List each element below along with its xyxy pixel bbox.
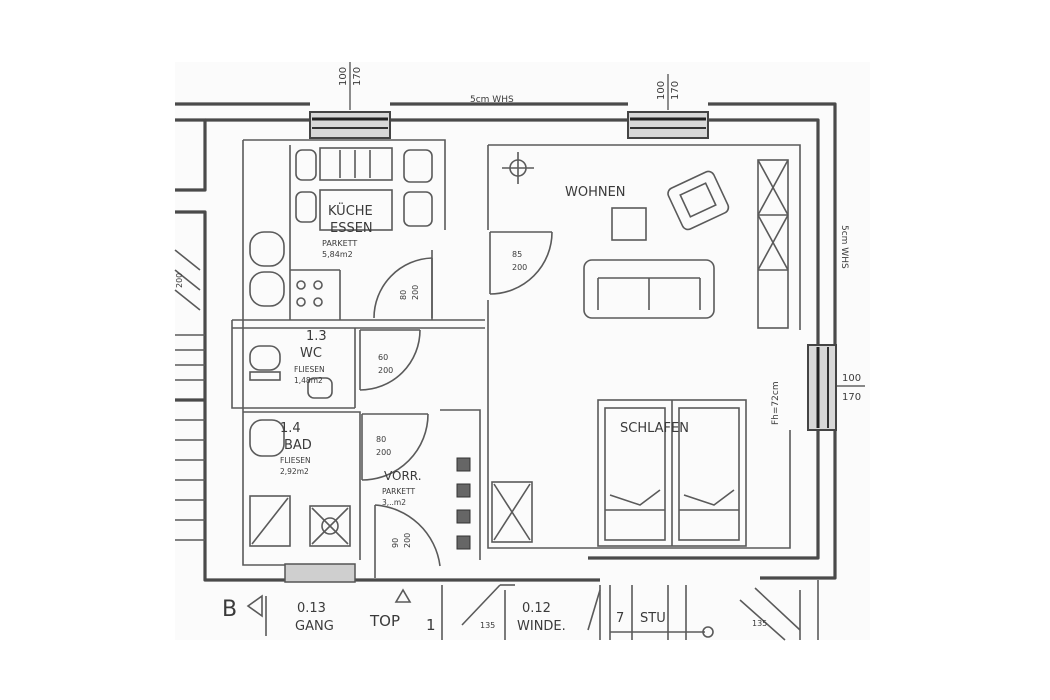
door-vorr: 90 200	[374, 504, 441, 578]
sink-icon	[249, 231, 285, 267]
stu-label: STU	[640, 611, 666, 626]
stairs-middle: 135	[441, 584, 515, 640]
wc-name: WC	[300, 346, 322, 361]
vorr-room: VORR. PARKETT 3,..m2	[382, 457, 471, 550]
window-top-right-dim-a: 100	[656, 81, 667, 100]
outer-walls	[175, 102, 837, 582]
vorr-floor: PARKETT	[382, 487, 415, 496]
double-bed-icon	[597, 399, 747, 547]
schlafen-name: SCHLAFEN	[620, 421, 689, 436]
window-right-dim-a: 100	[842, 373, 861, 384]
washing-machine-icon	[309, 505, 351, 547]
entrance-arrow-icon	[394, 588, 412, 603]
washbasin-icon	[249, 419, 285, 457]
toilet-icon	[249, 345, 281, 381]
door-bad: 80 200	[361, 413, 429, 481]
winde-label: WINDE.	[517, 619, 566, 634]
stair-dim-right: 135	[752, 619, 767, 628]
door-kitchen: 80 200	[373, 257, 433, 319]
kitchen-area: 5,84m2	[322, 250, 353, 259]
door-wc-dim-b: 200	[378, 366, 393, 375]
coat-hooks-icon	[456, 457, 471, 550]
kitchen-floor: PARKETT	[322, 239, 357, 248]
bad-name: BAD	[284, 438, 312, 453]
window-right: 100 170	[807, 344, 865, 431]
window-note: Fh=72cm	[771, 381, 781, 425]
shower-icon	[249, 495, 291, 547]
gang-number: 0.13	[297, 601, 326, 616]
vorr-area: 3,..m2	[382, 498, 406, 507]
door-wohnen-dim-a: 85	[512, 250, 522, 259]
stairs-right: 135	[587, 580, 819, 641]
window-bottom	[284, 563, 356, 583]
compass-icon	[502, 152, 534, 184]
wohnen-name: WOHNEN	[565, 185, 626, 200]
door-bad-dim-a: 80	[376, 435, 386, 444]
door-wohnen-dim-b: 200	[512, 263, 527, 272]
kitchen-name-2: ESSEN	[330, 221, 373, 236]
wc-basin-icon	[307, 377, 333, 399]
kitchen-name: KÜCHE	[328, 202, 373, 219]
wohnen-room: WOHNEN	[502, 152, 789, 329]
plan-sheet	[175, 62, 870, 640]
wardrobe-icon	[757, 159, 789, 329]
stu-number: 7	[616, 611, 624, 626]
bad-room: 1.4 BAD FLIESEN 2,92m2	[249, 419, 351, 547]
bad-number: 1.4	[280, 421, 301, 436]
window-top-left-dim-b: 170	[352, 67, 363, 86]
door-kitchen-dim-a: 80	[399, 290, 408, 300]
window-top-right-dim-b: 170	[670, 81, 681, 100]
window-top-right: 100 170	[627, 74, 709, 139]
section-arrow-icon	[246, 594, 263, 618]
kitchen-room: KÜCHE ESSEN PARKETT 5,84m2	[249, 145, 433, 320]
gang-label: GANG	[295, 619, 334, 634]
wc-number: 1.3	[306, 329, 327, 344]
right-wall-note: 5cm WHS	[839, 225, 849, 269]
top-wall-note: 5cm WHS	[470, 95, 514, 105]
bad-area: 2,92m2	[280, 467, 309, 476]
wc-room: 1.3 WC FLIESEN 1,48m2	[249, 329, 333, 399]
door-vorr-dim-a: 90	[391, 538, 400, 548]
stair-dim-left: 135	[480, 621, 495, 630]
schlafen-room: SCHLAFEN	[491, 399, 747, 547]
vorr-name: VORR.	[384, 469, 422, 483]
bad-floor: FLIESEN	[280, 456, 311, 465]
sofa-icon	[583, 259, 715, 319]
door-vorr-dim-b: 200	[403, 533, 412, 548]
section-marker-b: B	[222, 597, 237, 622]
door-kitchen-dim-b: 200	[411, 285, 420, 300]
window-right-dim-b: 170	[842, 392, 861, 403]
left-stairs: 200	[174, 249, 205, 541]
wc-floor: FLIESEN	[294, 365, 325, 374]
armchair-icon	[667, 170, 730, 231]
top-label: TOP	[369, 612, 400, 630]
window-top-left: 100 170	[309, 62, 391, 139]
cabinet-icon	[491, 481, 533, 543]
door-wc-dim-a: 60	[378, 353, 388, 362]
bottom-corridor: B 0.13 GANG TOP 1 135 0.12 WINDE.	[222, 580, 819, 641]
door-bad-dim-b: 200	[376, 448, 391, 457]
table-icon	[611, 207, 647, 241]
wc-area: 1,48m2	[294, 376, 323, 385]
door-wohnen: 85 200	[489, 231, 553, 295]
winde-number: 0.12	[522, 601, 551, 616]
window-top-left-dim-a: 100	[338, 67, 349, 86]
top-number: 1	[426, 616, 436, 634]
left-stair-label: 200	[175, 273, 184, 288]
door-wc: 60 200	[359, 329, 421, 391]
stove-icon	[296, 280, 306, 290]
